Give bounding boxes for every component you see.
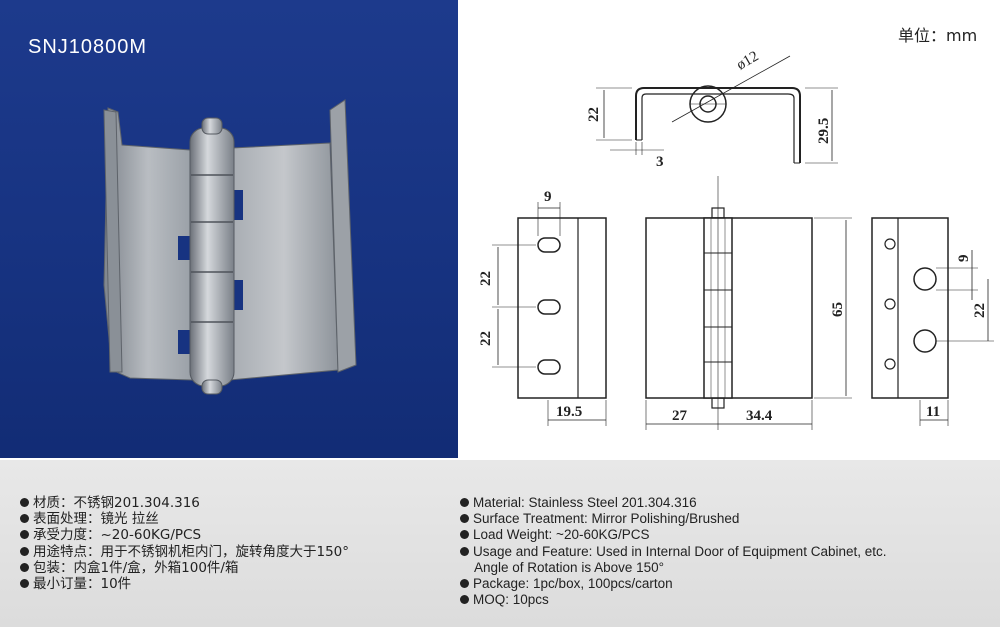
- spec-item: Package: 1pc/box, 100pcs/carton: [460, 576, 886, 592]
- dim-height-29-5: 29.5: [816, 118, 832, 144]
- spec-item: 最小订量：10件: [20, 576, 349, 592]
- bullet-icon: [20, 514, 29, 524]
- spec-item: Surface Treatment: Mirror Polishing/Brus…: [460, 511, 886, 527]
- spec-item: MOQ: 10pcs: [460, 592, 886, 608]
- dim-pitch-22-top: 22: [478, 271, 494, 286]
- leaf-slot: [233, 190, 243, 220]
- right-flange: [329, 99, 357, 373]
- bullet-icon: [460, 546, 469, 556]
- slot: [537, 359, 561, 375]
- spec-item: 承受力度：~20-60KG/PCS: [20, 527, 349, 543]
- hinge-pin-bottom: [201, 379, 223, 395]
- bullet-icon: [20, 498, 29, 507]
- end-profile-view: [596, 55, 838, 164]
- dim-slot-9: 9: [956, 255, 972, 263]
- model-title: SNJ10800M: [28, 36, 148, 58]
- spec-item: Usage and Feature: Used in Internal Door…: [460, 544, 886, 560]
- dim-thickness-3: 3: [656, 154, 664, 170]
- bullet-icon: [460, 498, 469, 507]
- dim-width-19-5: 19.5: [556, 404, 582, 420]
- leaf-slot: [178, 330, 192, 354]
- dim-pitch-22-bottom: 22: [478, 331, 494, 346]
- left-flange: [103, 109, 123, 373]
- dim-width-27: 27: [672, 408, 688, 424]
- leaf-slot: [178, 236, 192, 260]
- right-leaf: [229, 142, 339, 381]
- bullet-icon: [20, 530, 29, 540]
- spec-list-english: Material: Stainless Steel 201.304.316 Su…: [460, 495, 886, 608]
- spec-item: 表面处理：镜光 拉丝: [20, 511, 349, 527]
- dim-width-9: 9: [544, 189, 552, 205]
- spec-item: 用途特点：用于不锈钢机柜内门，旋转角度大于150°: [20, 544, 349, 560]
- slot: [537, 237, 561, 253]
- dim-diameter: ø12: [734, 48, 761, 73]
- spec-item: Load Weight: ~20-60KG/PCS: [460, 527, 886, 543]
- bullet-icon: [460, 595, 469, 605]
- left-side-view: [492, 202, 607, 426]
- bullet-icon: [20, 546, 29, 556]
- bullet-icon: [20, 562, 29, 572]
- spec-panel: 材质：不锈钢201.304.316 表面处理：镜光 拉丝 承受力度：~20-60…: [0, 460, 1000, 627]
- technical-drawing: ø12 22 29.5 3 9 22 22 19.5: [478, 48, 994, 430]
- dim-width-11: 11: [926, 404, 940, 420]
- leaf-slot: [233, 280, 243, 310]
- slot: [913, 329, 937, 353]
- slot: [913, 267, 937, 291]
- right-side-view: [871, 217, 994, 426]
- spec-item: 包装：内盒1件/盒，外箱100件/箱: [20, 560, 349, 576]
- product-photo-panel: SNJ10800M: [0, 0, 458, 458]
- spec-item: 材质：不锈钢201.304.316: [20, 495, 349, 511]
- bullet-icon: [460, 514, 469, 524]
- dim-pitch-22-right: 22: [972, 303, 988, 318]
- spec-item-continuation: Angle of Rotation is Above 150°: [474, 559, 665, 575]
- hinge-pin-top: [201, 117, 223, 135]
- dim-height-22: 22: [586, 107, 602, 122]
- spec-list-chinese: 材质：不锈钢201.304.316 表面处理：镜光 拉丝 承受力度：~20-60…: [20, 495, 349, 592]
- spec-item: Material: Stainless Steel 201.304.316: [460, 495, 886, 511]
- hinge-knuckle: [189, 127, 235, 387]
- dim-width-34-4: 34.4: [746, 408, 773, 424]
- hinge-photo: [103, 99, 357, 395]
- front-view: [645, 176, 852, 430]
- slot: [537, 299, 561, 315]
- bullet-icon: [460, 579, 469, 589]
- bullet-icon: [460, 530, 469, 540]
- dim-height-65: 65: [830, 302, 846, 317]
- bullet-icon: [20, 579, 29, 589]
- unit-label: 单位：mm: [898, 26, 978, 45]
